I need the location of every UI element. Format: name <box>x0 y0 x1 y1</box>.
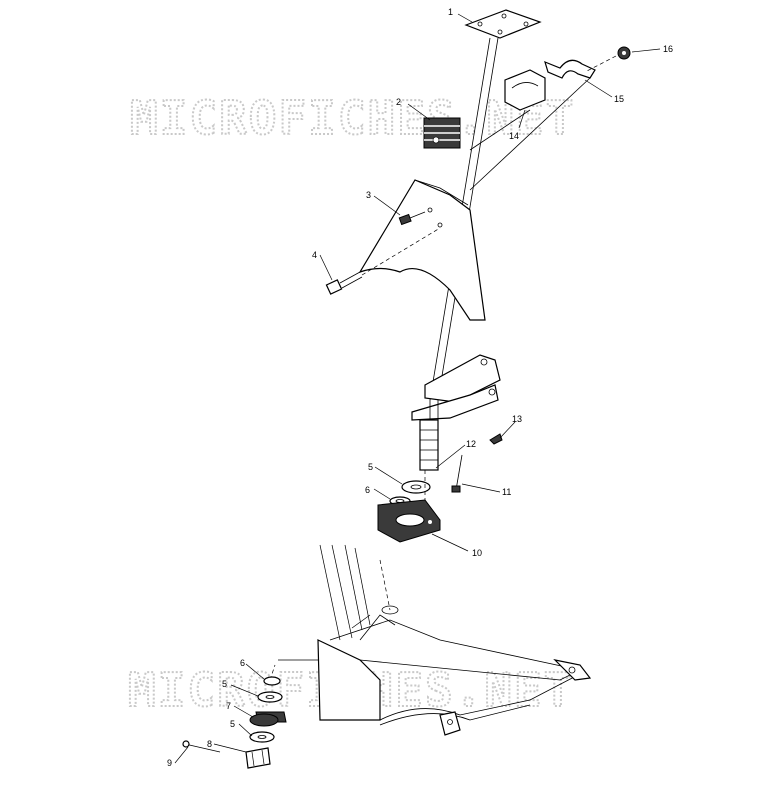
lower-hardware-stack <box>182 659 318 769</box>
nut <box>617 46 631 60</box>
callout-labels: 1 2 3 4 5 6 10 11 12 13 14 15 16 6 5 7 5… <box>167 7 673 768</box>
small-bolt <box>398 211 426 226</box>
leader-lines <box>174 13 661 764</box>
ribbed-block <box>423 117 461 149</box>
long-bolt <box>325 227 441 295</box>
bushing-block <box>504 69 546 111</box>
callout-5-upper: 5 <box>368 462 373 472</box>
callout-8: 8 <box>207 739 212 749</box>
callout-5-lower-b: 5 <box>230 719 235 729</box>
chassis-frame <box>317 544 592 736</box>
callout-1: 1 <box>448 7 453 17</box>
callout-6-upper: 6 <box>365 485 370 495</box>
callout-10: 10 <box>472 548 482 558</box>
callout-6-lower: 6 <box>240 658 245 668</box>
callout-16: 16 <box>663 44 673 54</box>
callout-3: 3 <box>366 190 371 200</box>
callout-14: 14 <box>509 131 519 141</box>
callout-4: 4 <box>312 250 317 260</box>
steering-arm-bracket <box>411 354 501 450</box>
callout-12: 12 <box>466 439 476 449</box>
callout-5-lower-a: 5 <box>222 679 227 689</box>
callout-2: 2 <box>396 97 401 107</box>
callout-15: 15 <box>614 94 624 104</box>
callout-7: 7 <box>226 701 231 711</box>
pin <box>451 454 463 493</box>
bearing-housing <box>377 470 441 543</box>
callout-11: 11 <box>502 487 511 497</box>
clamp <box>544 59 596 79</box>
callout-9: 9 <box>167 758 172 768</box>
splined-shaft <box>419 419 439 471</box>
callout-13: 13 <box>512 414 522 424</box>
clip <box>489 433 503 445</box>
watermark-top: MICROFICHES.NET <box>130 91 575 145</box>
console-shroud <box>358 179 486 321</box>
